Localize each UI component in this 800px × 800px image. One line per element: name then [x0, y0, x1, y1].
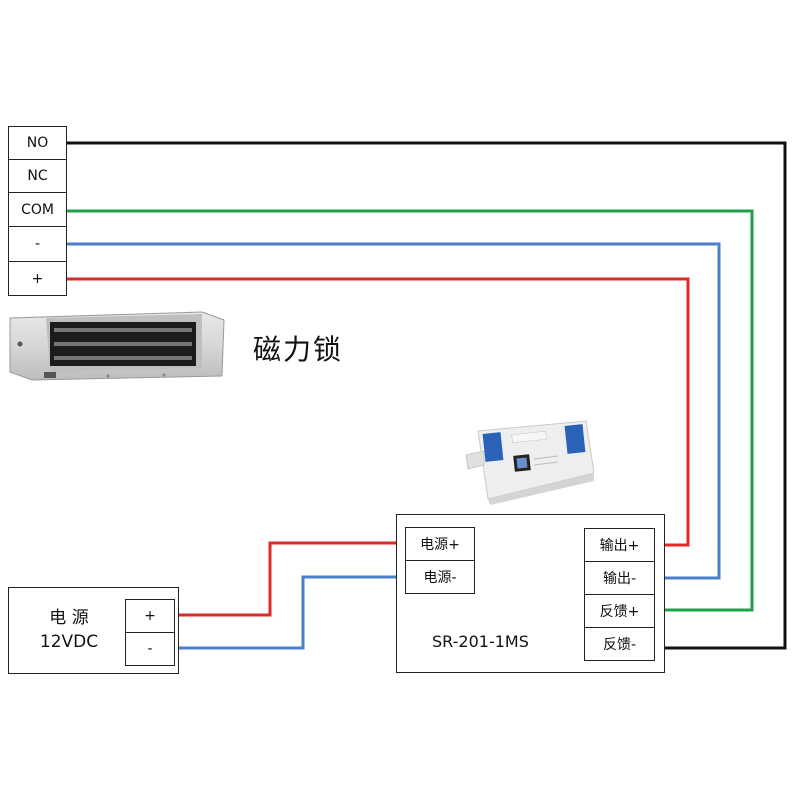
wire-psu-minus-to-power-minus: [165, 575, 405, 650]
wire-com-to-feedback-plus: [66, 209, 754, 612]
power-supply-voltage: 12VDC: [39, 632, 99, 652]
controller-photo: [465, 420, 595, 505]
terminal-nc-label: NC: [27, 168, 48, 184]
power-supply-label: 电 源 12VDC: [17, 606, 121, 654]
terminal-minus: -: [8, 226, 67, 262]
wire-no-to-feedback-minus: [66, 141, 787, 650]
controller-terminal-output-plus: 输出+: [584, 528, 655, 562]
feedback-plus-label: 反馈+: [599, 604, 640, 620]
controller-terminal-power-plus: 电源+: [405, 527, 475, 561]
lock-terminal-block: NO NC COM - +: [8, 126, 67, 296]
terminal-plus: +: [8, 261, 67, 296]
terminal-com: COM: [8, 192, 67, 227]
psu-terminal-minus: -: [125, 632, 175, 666]
psu-terminal-plus: +: [125, 599, 175, 633]
terminal-nc: NC: [8, 159, 67, 193]
terminal-com-label: COM: [21, 201, 54, 218]
controller-model-label: SR-201-1MS: [432, 632, 529, 651]
terminal-minus-label: -: [34, 236, 41, 252]
wire-minus-to-output-minus: [66, 242, 721, 580]
magnetic-lock-image: [9, 311, 225, 381]
output-plus-label: 输出+: [599, 538, 640, 554]
controller-terminal-feedback-minus: 反馈-: [584, 627, 655, 661]
wire-plus-to-output-plus: [66, 277, 690, 547]
feedback-minus-label: 反馈-: [602, 637, 637, 653]
wire-psu-plus-to-power-plus: [165, 541, 405, 617]
psu-terminal-minus-label: -: [147, 641, 153, 657]
lock-caption: 磁力锁: [253, 333, 344, 366]
terminal-no: NO: [8, 126, 67, 160]
controller-terminal-power-minus: 电源-: [405, 560, 475, 594]
controller-terminal-output-minus: 输出-: [584, 561, 655, 595]
psu-terminal-plus-label: +: [144, 608, 156, 624]
power-supply-box: 电 源 12VDC + -: [8, 587, 179, 674]
power-minus-label: 电源-: [423, 570, 457, 586]
power-supply-title: 电 源: [49, 608, 89, 628]
controller-terminal-feedback-plus: 反馈+: [584, 594, 655, 628]
controller-box: 电源+ 电源- 输出+ 输出- 反馈+ 反馈- SR-201-1MS: [396, 514, 665, 673]
power-plus-label: 电源+: [420, 537, 460, 553]
terminal-no-label: NO: [26, 135, 49, 151]
output-minus-label: 输出-: [602, 571, 637, 587]
terminal-plus-label: +: [31, 270, 44, 287]
